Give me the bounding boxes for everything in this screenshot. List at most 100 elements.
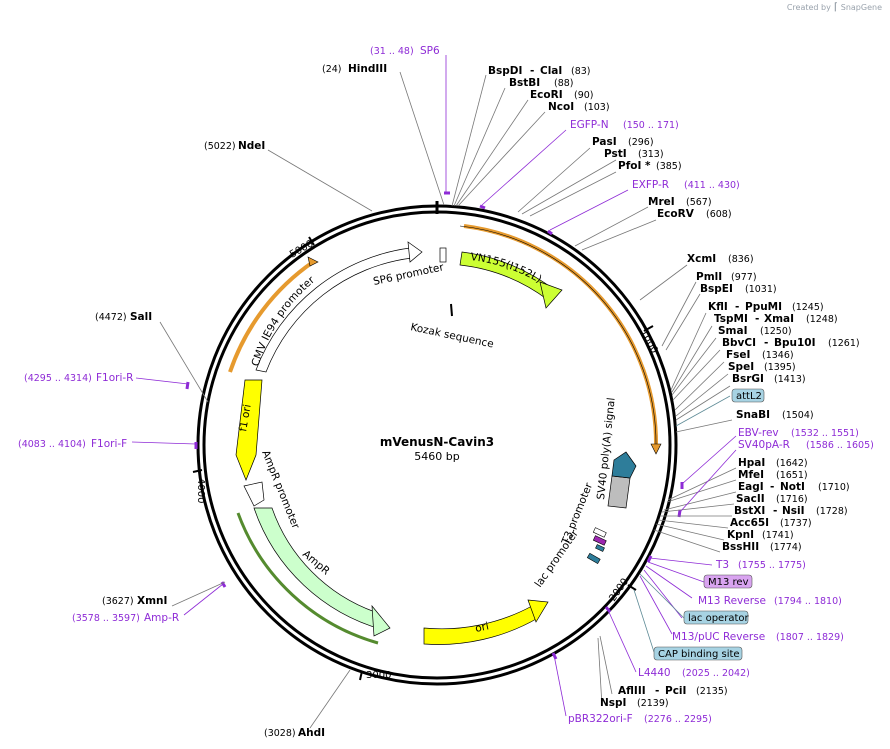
- svg-text:(608): (608): [706, 209, 732, 220]
- f1-ori-label: f1 ori: [237, 403, 254, 432]
- svg-text:SnaBI: SnaBI: [736, 409, 770, 421]
- svg-text:F1ori-F: F1ori-F: [91, 438, 127, 450]
- enzyme-bspdi: BspDI-ClaI(83): [488, 65, 591, 77]
- svg-text:M13/pUC Reverse: M13/pUC Reverse: [672, 631, 765, 643]
- enzyme-bspei: BspEI (1031): [700, 283, 777, 295]
- sv40-feature: [611, 451, 637, 479]
- enzyme-pfoi: PfoI *(385): [618, 160, 682, 172]
- enzyme-acc65i: Acc65I(1737): [730, 517, 812, 529]
- svg-text:BspEI: BspEI: [700, 283, 733, 295]
- svg-text:NsiI: NsiI: [782, 505, 805, 517]
- snapgene-logo-icon: ⌈: [833, 2, 838, 13]
- enzyme-xcmi: XcmI (836): [687, 253, 754, 265]
- svg-text:(2139): (2139): [637, 698, 669, 709]
- enzyme-ncoi: NcoI(103): [548, 101, 610, 113]
- svg-text:(3028): (3028): [264, 728, 296, 739]
- svg-text:(1807 .. 1829): (1807 .. 1829): [776, 632, 844, 643]
- svg-text:(1261): (1261): [828, 338, 860, 349]
- svg-text:(836): (836): [728, 254, 754, 265]
- enzyme-xmni: (3627)XmnI: [102, 595, 167, 607]
- primer-m13-reverse: M13 Reverse (1794 .. 1810): [698, 595, 842, 607]
- svg-text:(1774): (1774): [770, 542, 802, 553]
- svg-text:(3578 .. 3597): (3578 .. 3597): [72, 613, 140, 624]
- svg-text:(1346): (1346): [762, 350, 794, 361]
- svg-text:(31 .. 48): (31 .. 48): [370, 46, 414, 57]
- enzyme-ecorv: EcoRV(608): [657, 208, 732, 220]
- enzyme-sacii: SacII(1716): [736, 493, 808, 505]
- svg-text:Acc65I: Acc65I: [730, 517, 769, 529]
- svg-text:-: -: [764, 337, 768, 349]
- svg-text:(88): (88): [554, 78, 574, 89]
- svg-text:attL2: attL2: [736, 391, 762, 402]
- svg-text:-: -: [735, 301, 739, 313]
- snapgene-credit: Created by ⌈ SnapGene: [787, 2, 882, 13]
- box-attl2: attL2: [731, 388, 765, 403]
- credit-brand: SnapGene: [840, 3, 882, 12]
- enzyme-kpni: KpnI(1741): [727, 529, 794, 541]
- svg-text:(1728): (1728): [816, 506, 848, 517]
- sp6-promoter-feature: [439, 247, 447, 263]
- kozak-label: Kozak sequence: [409, 321, 494, 350]
- svg-text:EGFP-N: EGFP-N: [570, 119, 609, 131]
- svg-text:BssHII: BssHII: [722, 541, 759, 553]
- t3-promoter-feature: [592, 527, 607, 538]
- svg-text:XcmI: XcmI: [687, 253, 716, 265]
- svg-text:(1245): (1245): [792, 302, 824, 313]
- svg-text:MreI: MreI: [648, 196, 675, 208]
- svg-text:(2135): (2135): [696, 686, 728, 697]
- enzyme-bsrgi: BsrGI(1413): [732, 373, 806, 385]
- m13-rev-feature: [592, 535, 607, 546]
- enzyme-kfli: KflI-PpuMI(1245): [708, 301, 824, 313]
- svg-text:BstXI: BstXI: [734, 505, 765, 517]
- enzyme-psti: PstI(313): [604, 148, 664, 160]
- primer-amp-r: (3578 .. 3597)Amp-R: [72, 612, 179, 624]
- orf-arc-right-edge: [459, 225, 657, 447]
- primer-sv40pa-r: SV40pA-R(1586 .. 1605): [738, 439, 874, 451]
- orf-arc-left-head: [307, 256, 319, 267]
- enzyme-ahdi: (3028)AhdI: [264, 727, 325, 739]
- svg-text:M13 Reverse: M13 Reverse: [698, 595, 766, 607]
- svg-text:AhdI: AhdI: [298, 727, 325, 739]
- svg-text:PciI: PciI: [665, 685, 686, 697]
- orf-arc-left: [228, 260, 315, 373]
- primer-ebv-rev: EBV-rev(1532 .. 1551): [738, 427, 859, 439]
- svg-text:CAP binding site: CAP binding site: [658, 649, 740, 660]
- svg-text:Bpu10I: Bpu10I: [774, 337, 816, 349]
- svg-text:(385): (385): [656, 161, 682, 172]
- tick-label-5000: 5000: [288, 238, 316, 260]
- svg-text:(83): (83): [571, 66, 591, 77]
- svg-text:NotI: NotI: [780, 481, 805, 493]
- svg-text:PpuMI: PpuMI: [745, 301, 782, 313]
- box-m13-rev: M13 rev: [703, 574, 753, 589]
- svg-text:(1651): (1651): [776, 470, 808, 481]
- svg-text:(1794 .. 1810): (1794 .. 1810): [774, 596, 842, 607]
- svg-text:(977): (977): [731, 272, 757, 283]
- primer-l4440: L4440(2025 .. 2042): [638, 667, 750, 679]
- primer-egfp-n: EGFP-N(150 .. 171): [570, 119, 679, 131]
- svg-text:(1716): (1716): [776, 494, 808, 505]
- svg-text:PmlI: PmlI: [696, 271, 722, 283]
- svg-text:EBV-rev: EBV-rev: [738, 427, 779, 439]
- svg-text:(4472): (4472): [95, 312, 127, 323]
- box-lac-operator: lac operator: [683, 610, 749, 625]
- svg-text:(90): (90): [574, 90, 594, 101]
- svg-text:(1031): (1031): [745, 284, 777, 295]
- svg-text:BspDI: BspDI: [488, 65, 522, 77]
- f1-ori-feature: [235, 379, 263, 481]
- svg-text:(567): (567): [686, 197, 712, 208]
- enzyme-hpai: HpaI(1642): [738, 457, 808, 469]
- svg-text:KpnI: KpnI: [727, 529, 754, 541]
- lac-operator-feature: [595, 544, 605, 552]
- svg-text:(1586 .. 1605): (1586 .. 1605): [806, 440, 874, 451]
- enzyme-ecori: EcoRI(90): [530, 89, 594, 101]
- cmv-promoter-arrowhead: [407, 241, 423, 263]
- svg-text:(2025 .. 2042): (2025 .. 2042): [682, 668, 750, 679]
- ampr-orf-arc: [236, 512, 379, 645]
- svg-text:(1395): (1395): [764, 362, 796, 373]
- svg-text:PasI: PasI: [592, 136, 617, 148]
- svg-text:(296): (296): [628, 137, 654, 148]
- svg-text:pBR322ori-F: pBR322ori-F: [568, 713, 633, 725]
- enzyme-pmli: PmlI (977): [696, 271, 757, 283]
- box-connectors: [633, 395, 731, 653]
- svg-text:NspI: NspI: [600, 697, 626, 709]
